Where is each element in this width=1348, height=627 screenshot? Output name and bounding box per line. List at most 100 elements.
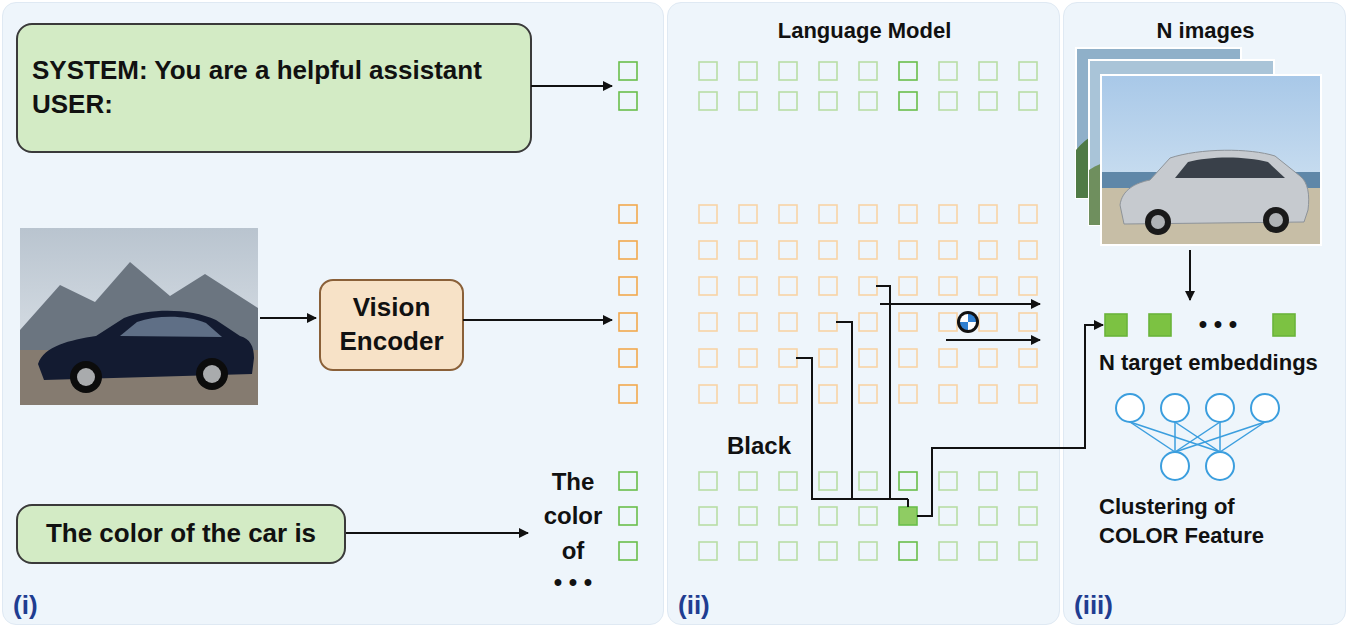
token-square <box>1019 92 1037 110</box>
token-square <box>699 349 717 367</box>
embedding-square <box>1149 314 1171 336</box>
token-square <box>899 542 917 560</box>
token-square <box>779 472 797 490</box>
token-square <box>859 313 877 331</box>
token-square <box>779 349 797 367</box>
token-square <box>859 472 877 490</box>
network-unit <box>1251 394 1279 422</box>
token-square <box>1019 542 1037 560</box>
token-square <box>699 507 717 525</box>
network-link <box>1130 422 1220 452</box>
token-square <box>939 349 957 367</box>
token-square <box>939 385 957 403</box>
token-square <box>899 62 917 80</box>
token-square <box>819 542 837 560</box>
token-square <box>699 385 717 403</box>
token-square <box>1019 472 1037 490</box>
token-square <box>699 472 717 490</box>
token-square <box>619 313 637 331</box>
token-square <box>1019 313 1037 331</box>
token-square <box>779 92 797 110</box>
token-square <box>859 385 877 403</box>
token-square <box>1019 385 1037 403</box>
token-square <box>619 385 637 403</box>
text-slot: Language Model <box>668 17 1061 46</box>
token-square <box>1019 507 1037 525</box>
panel-heading: Clustering of COLOR Feature <box>1099 493 1299 550</box>
token-square <box>739 472 757 490</box>
prompt-box: SYSTEM: You are a helpful assistant USER… <box>16 23 532 153</box>
token-square <box>819 62 837 80</box>
token-square <box>979 241 997 259</box>
panel-label: (ii) <box>678 589 710 623</box>
token-square <box>739 205 757 223</box>
token-square <box>859 62 877 80</box>
flow-line <box>946 339 1040 341</box>
token-square <box>819 349 837 367</box>
text-slot: • • • <box>1158 308 1278 339</box>
flow-line <box>917 325 1103 516</box>
token-square <box>979 472 997 490</box>
token-square <box>979 277 997 295</box>
token-text: of <box>562 535 585 566</box>
target-token <box>899 507 917 525</box>
token-square <box>699 92 717 110</box>
token-square <box>819 507 837 525</box>
logo-quadrant <box>968 322 976 330</box>
photo-sky <box>20 228 258 405</box>
panel-label: (i) <box>13 589 38 623</box>
flow-line <box>346 532 528 534</box>
logo-quadrant <box>968 314 976 322</box>
token-square <box>859 92 877 110</box>
network-unit <box>1161 452 1189 480</box>
token-square <box>939 472 957 490</box>
network-link <box>1175 422 1265 452</box>
token-square <box>739 349 757 367</box>
box-text: The color of the car is <box>46 517 316 551</box>
token-text: color <box>544 500 603 531</box>
token-square <box>619 241 637 259</box>
text-slot: (iii) <box>1074 589 1113 623</box>
car-window <box>1175 158 1285 179</box>
token-square <box>979 205 997 223</box>
token-square <box>979 349 997 367</box>
network-unit <box>1116 394 1144 422</box>
text-slot: color <box>513 500 633 531</box>
token-square <box>899 313 917 331</box>
car-window <box>120 317 222 337</box>
car-hub <box>203 365 221 383</box>
token-square <box>1019 62 1037 80</box>
network-link <box>1220 422 1265 452</box>
network-unit <box>1206 452 1234 480</box>
token-square <box>899 385 917 403</box>
token-square <box>779 205 797 223</box>
token-square <box>819 472 837 490</box>
token-square <box>619 92 637 110</box>
panel-heading: N images <box>1157 17 1255 46</box>
token-square <box>859 349 877 367</box>
token-square <box>619 507 637 525</box>
token-square <box>739 277 757 295</box>
token-square <box>779 277 797 295</box>
token-square <box>819 92 837 110</box>
token-square <box>779 62 797 80</box>
token-square <box>779 385 797 403</box>
token-square <box>859 542 877 560</box>
token-label: Black <box>727 430 791 461</box>
token-square <box>699 205 717 223</box>
token-text: • • • <box>1199 308 1238 339</box>
panel-heading: N target embeddings <box>1099 349 1318 378</box>
flow-line <box>463 319 612 321</box>
token-square <box>899 277 917 295</box>
text-slot: The <box>513 466 633 497</box>
token-square <box>699 542 717 560</box>
text-slot: Black <box>727 430 791 461</box>
text-slot: Clustering of COLOR Feature <box>1099 493 1299 550</box>
network-link <box>1175 422 1220 452</box>
network-unit <box>1206 394 1234 422</box>
token-square <box>819 205 837 223</box>
text-slot: (i) <box>13 589 38 623</box>
token-square <box>619 62 637 80</box>
token-square <box>739 62 757 80</box>
car-hub <box>1151 215 1165 229</box>
